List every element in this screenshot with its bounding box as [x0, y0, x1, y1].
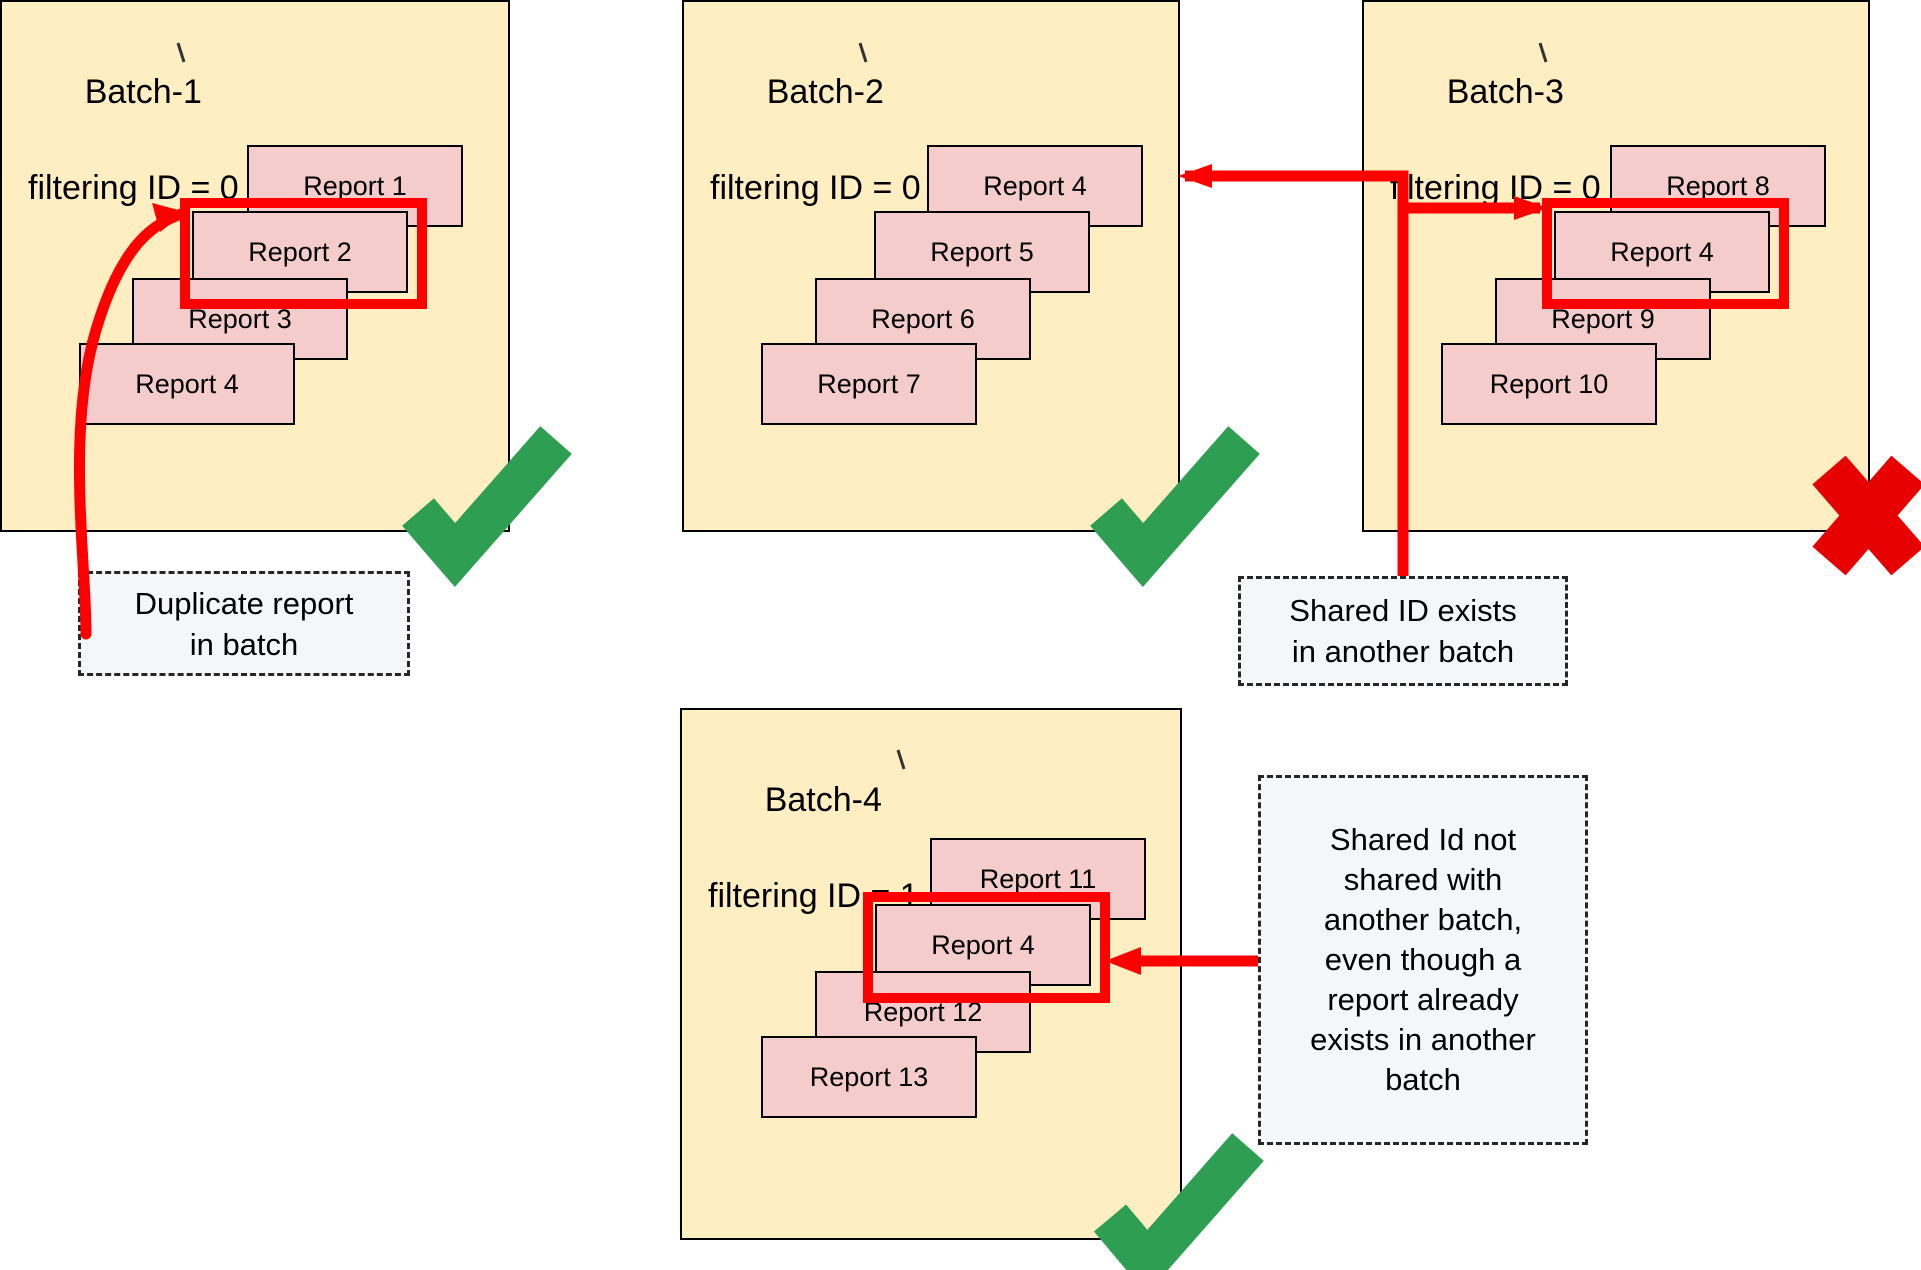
batch-3-filter-label: filtering ID = 0 [1390, 169, 1601, 207]
batch-1-filter-label: filtering ID = 0 [28, 169, 239, 207]
batch-3-name: Batch-3 [1446, 73, 1564, 111]
callout-line: exists in another [1310, 1022, 1536, 1057]
report-card-label: Report 4 [1610, 236, 1714, 267]
batch-box-batch-4: Batch-4 filtering ID = 1 Report 11 Repor… [680, 708, 1182, 1240]
callout-line: Shared Id not [1329, 822, 1517, 857]
callout-line: in another batch [1291, 634, 1515, 669]
batch-box-batch-2: Batch-2 filtering ID = 0 Report 4 Report… [682, 0, 1180, 532]
callout-line: even though a [1324, 942, 1522, 977]
report-card-label: Report 3 [188, 303, 292, 334]
callout-line: in batch [189, 626, 299, 662]
report-card-label: Report 2 [248, 236, 352, 267]
report-card-label: Report 7 [817, 368, 921, 399]
callout-shared-id-not-shared-text: Shared Id not shared with another batch,… [1300, 816, 1546, 1104]
batch-1-title: Batch-1 filtering ID = 0 [28, 20, 239, 308]
callout-line: report already [1327, 982, 1519, 1017]
report-card-label: Report 4 [135, 368, 239, 399]
callout-shared-id-exists: Shared ID exists in another batch [1238, 576, 1568, 686]
report-card-label: Report 9 [1551, 303, 1655, 334]
batch-4-title: Batch-4 filtering ID = 1 [708, 728, 919, 1016]
callout-duplicate-report-text: Duplicate report in batch [125, 579, 364, 669]
callout-shared-id-not-shared: Shared Id not shared with another batch,… [1258, 775, 1588, 1145]
report-card[interactable]: Report 7 [761, 343, 977, 425]
report-card-label: Report 1 [303, 170, 407, 201]
report-card[interactable]: Report 10 [1441, 343, 1657, 425]
batch-2-filter-label: filtering ID = 0 [710, 169, 921, 207]
report-card-label: Report 6 [871, 303, 975, 334]
callout-line: another batch, [1323, 902, 1523, 937]
callout-line: Shared ID exists [1289, 593, 1517, 628]
callout-line: Duplicate report [134, 585, 354, 621]
report-card-label: Report 5 [930, 236, 1034, 267]
batch-box-batch-3: Batch-3 filtering ID = 0 Report 8 Report… [1362, 0, 1870, 532]
callout-shared-id-exists-text: Shared ID exists in another batch [1279, 586, 1526, 676]
report-card-label: Report 13 [809, 1061, 929, 1092]
report-card-label: Report 10 [1489, 368, 1609, 399]
report-card-label: Report 4 [931, 929, 1035, 960]
callout-duplicate-report: Duplicate report in batch [78, 571, 410, 676]
batch-box-batch-1: Batch-1 filtering ID = 0 Report 1 Report… [0, 0, 510, 532]
callout-line: shared with [1343, 862, 1503, 897]
report-card-label: Report 4 [983, 170, 1087, 201]
batch-2-title: Batch-2 filtering ID = 0 [710, 20, 921, 308]
batch-4-name: Batch-4 [764, 781, 882, 819]
batch-1-name: Batch-1 [84, 73, 202, 111]
report-card-label: Report 12 [863, 996, 983, 1027]
callout-line: batch [1385, 1062, 1461, 1097]
batch-2-name: Batch-2 [766, 73, 884, 111]
report-card[interactable]: Report 4 [79, 343, 295, 425]
report-card-label: Report 11 [979, 863, 1097, 894]
report-card[interactable]: Report 13 [761, 1036, 977, 1118]
report-card-label: Report 8 [1666, 170, 1770, 201]
